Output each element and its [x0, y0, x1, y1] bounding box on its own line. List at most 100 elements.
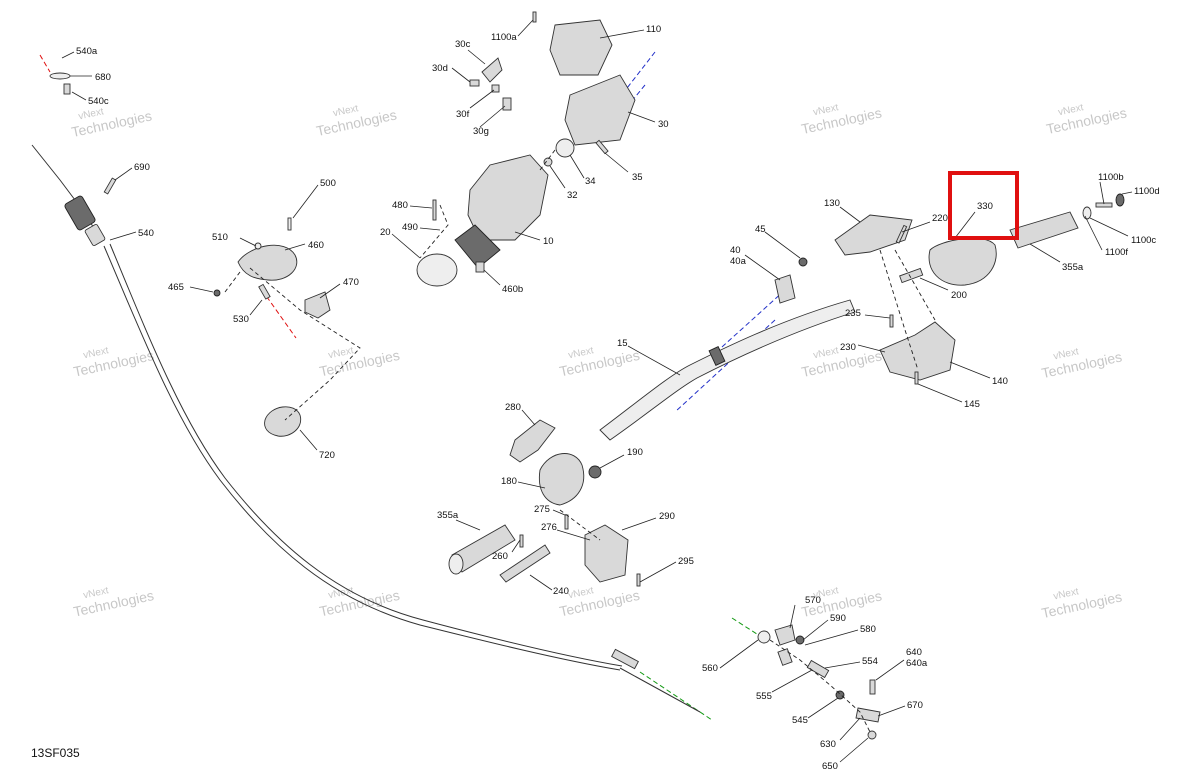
screw-510 [254, 242, 262, 250]
screw-465 [213, 289, 221, 297]
part-label-1100c: 1100c [1131, 235, 1156, 246]
part-label-276: 276 [541, 522, 557, 533]
cable-end-540c [63, 83, 71, 95]
watermark-text: vNext [1052, 346, 1080, 362]
handlebar-15 [599, 257, 856, 441]
washer-680 [49, 72, 71, 80]
left-control-group [448, 419, 641, 587]
grip-housing-330 [928, 237, 997, 286]
part-label-15: 15 [617, 338, 628, 349]
nut-460b [475, 261, 485, 273]
diagram-code: 13SF035 [31, 746, 80, 760]
link-670 [855, 707, 881, 723]
watermark-text: vNext [812, 345, 840, 361]
part-label-630: 630 [820, 739, 836, 750]
part-label-540a: 540a [76, 46, 98, 57]
switch-housing-group [213, 217, 361, 437]
part-label-545: 545 [792, 715, 808, 726]
pin-530 [258, 283, 271, 300]
cable-end-540 [84, 223, 106, 247]
part-label-295: 295 [678, 556, 694, 567]
part-label-1100d: 1100d [1134, 186, 1160, 197]
washer-560 [757, 630, 771, 644]
cable-adjuster-540 [64, 195, 96, 231]
part-label-35: 35 [632, 172, 643, 183]
part-label-30f: 30f [456, 109, 470, 120]
blue-axis-line [609, 51, 656, 111]
cover-130 [834, 214, 913, 256]
part-label-470: 470 [343, 277, 359, 288]
nut-545 [835, 690, 845, 700]
housing-180 [538, 453, 585, 506]
watermark-text: vNext [332, 103, 360, 119]
part-labels: 540a 680 540c 690 540 500 510 460 465 47… [76, 24, 1160, 772]
nut-32 [543, 157, 553, 167]
screw-690 [103, 177, 117, 195]
part-label-30g: 30g [473, 126, 489, 137]
red-axis-line [39, 54, 51, 73]
part-label-260: 260 [492, 551, 508, 562]
throttle-cable [31, 72, 701, 713]
part-label-690: 690 [134, 162, 150, 173]
cover-110 [549, 19, 613, 76]
part-label-280: 280 [505, 402, 521, 413]
watermark-text: vNext [82, 585, 110, 601]
part-label-240: 240 [553, 586, 569, 597]
watermark-text: vNext [327, 345, 355, 361]
nut-190 [588, 465, 602, 479]
part-label-560: 560 [702, 663, 718, 674]
grip-collar [708, 346, 726, 366]
sleeve-554 [806, 659, 830, 679]
part-label-32: 32 [567, 190, 578, 201]
screw-235 [889, 314, 894, 328]
part-label-30: 30 [658, 119, 669, 130]
part-label-540c: 540c [88, 96, 109, 107]
part-label-190: 190 [627, 447, 643, 458]
blue-axis-line [674, 319, 776, 413]
screw-260 [519, 534, 524, 548]
part-label-330: 330 [977, 201, 993, 212]
grip-355a [1009, 211, 1079, 249]
part-label-465: 465 [168, 282, 184, 293]
part-label-530: 530 [233, 314, 249, 325]
watermark-text: vNext [812, 102, 840, 118]
highlight-box-330 [948, 171, 1019, 240]
lever-30c [481, 57, 503, 83]
pin-200 [899, 267, 924, 284]
part-label-590: 590 [830, 613, 846, 624]
part-label-140: 140 [992, 376, 1008, 387]
housing-10 [467, 154, 549, 241]
part-label-40a: 40a [730, 256, 747, 267]
watermark-text: vNext [82, 345, 110, 361]
cable-sleeve [611, 648, 639, 670]
screw-295 [636, 573, 641, 587]
part-label-580: 580 [860, 624, 876, 635]
screw-145 [914, 371, 919, 385]
part-label-540: 540 [138, 228, 154, 239]
part-label-30d: 30d [432, 63, 448, 74]
lower-linkage-group [757, 624, 881, 740]
spring-30g [502, 97, 512, 111]
part-label-1100f: 1100f [1105, 247, 1128, 258]
part-label-290: 290 [659, 511, 675, 522]
bracket-570 [774, 624, 796, 646]
part-label-460b: 460b [502, 284, 523, 295]
part-label-45: 45 [755, 224, 766, 235]
part-label-510: 510 [212, 232, 228, 243]
nut-590 [795, 635, 805, 645]
module-30 [564, 74, 636, 146]
part-label-130: 130 [824, 198, 840, 209]
screw-275 [564, 514, 569, 530]
part-label-490: 490 [402, 222, 418, 233]
lever-240 [499, 544, 551, 583]
watermark-text: vNext [77, 106, 105, 122]
part-label-355a-left: 355a [437, 510, 459, 521]
right-control-group [834, 193, 1125, 385]
part-label-650: 650 [822, 761, 838, 772]
screw-45 [798, 257, 808, 267]
part-label-640a: 640a [906, 658, 928, 669]
housing-460 [237, 244, 298, 281]
washer-1100c [1082, 206, 1092, 220]
part-label-720: 720 [319, 450, 335, 461]
